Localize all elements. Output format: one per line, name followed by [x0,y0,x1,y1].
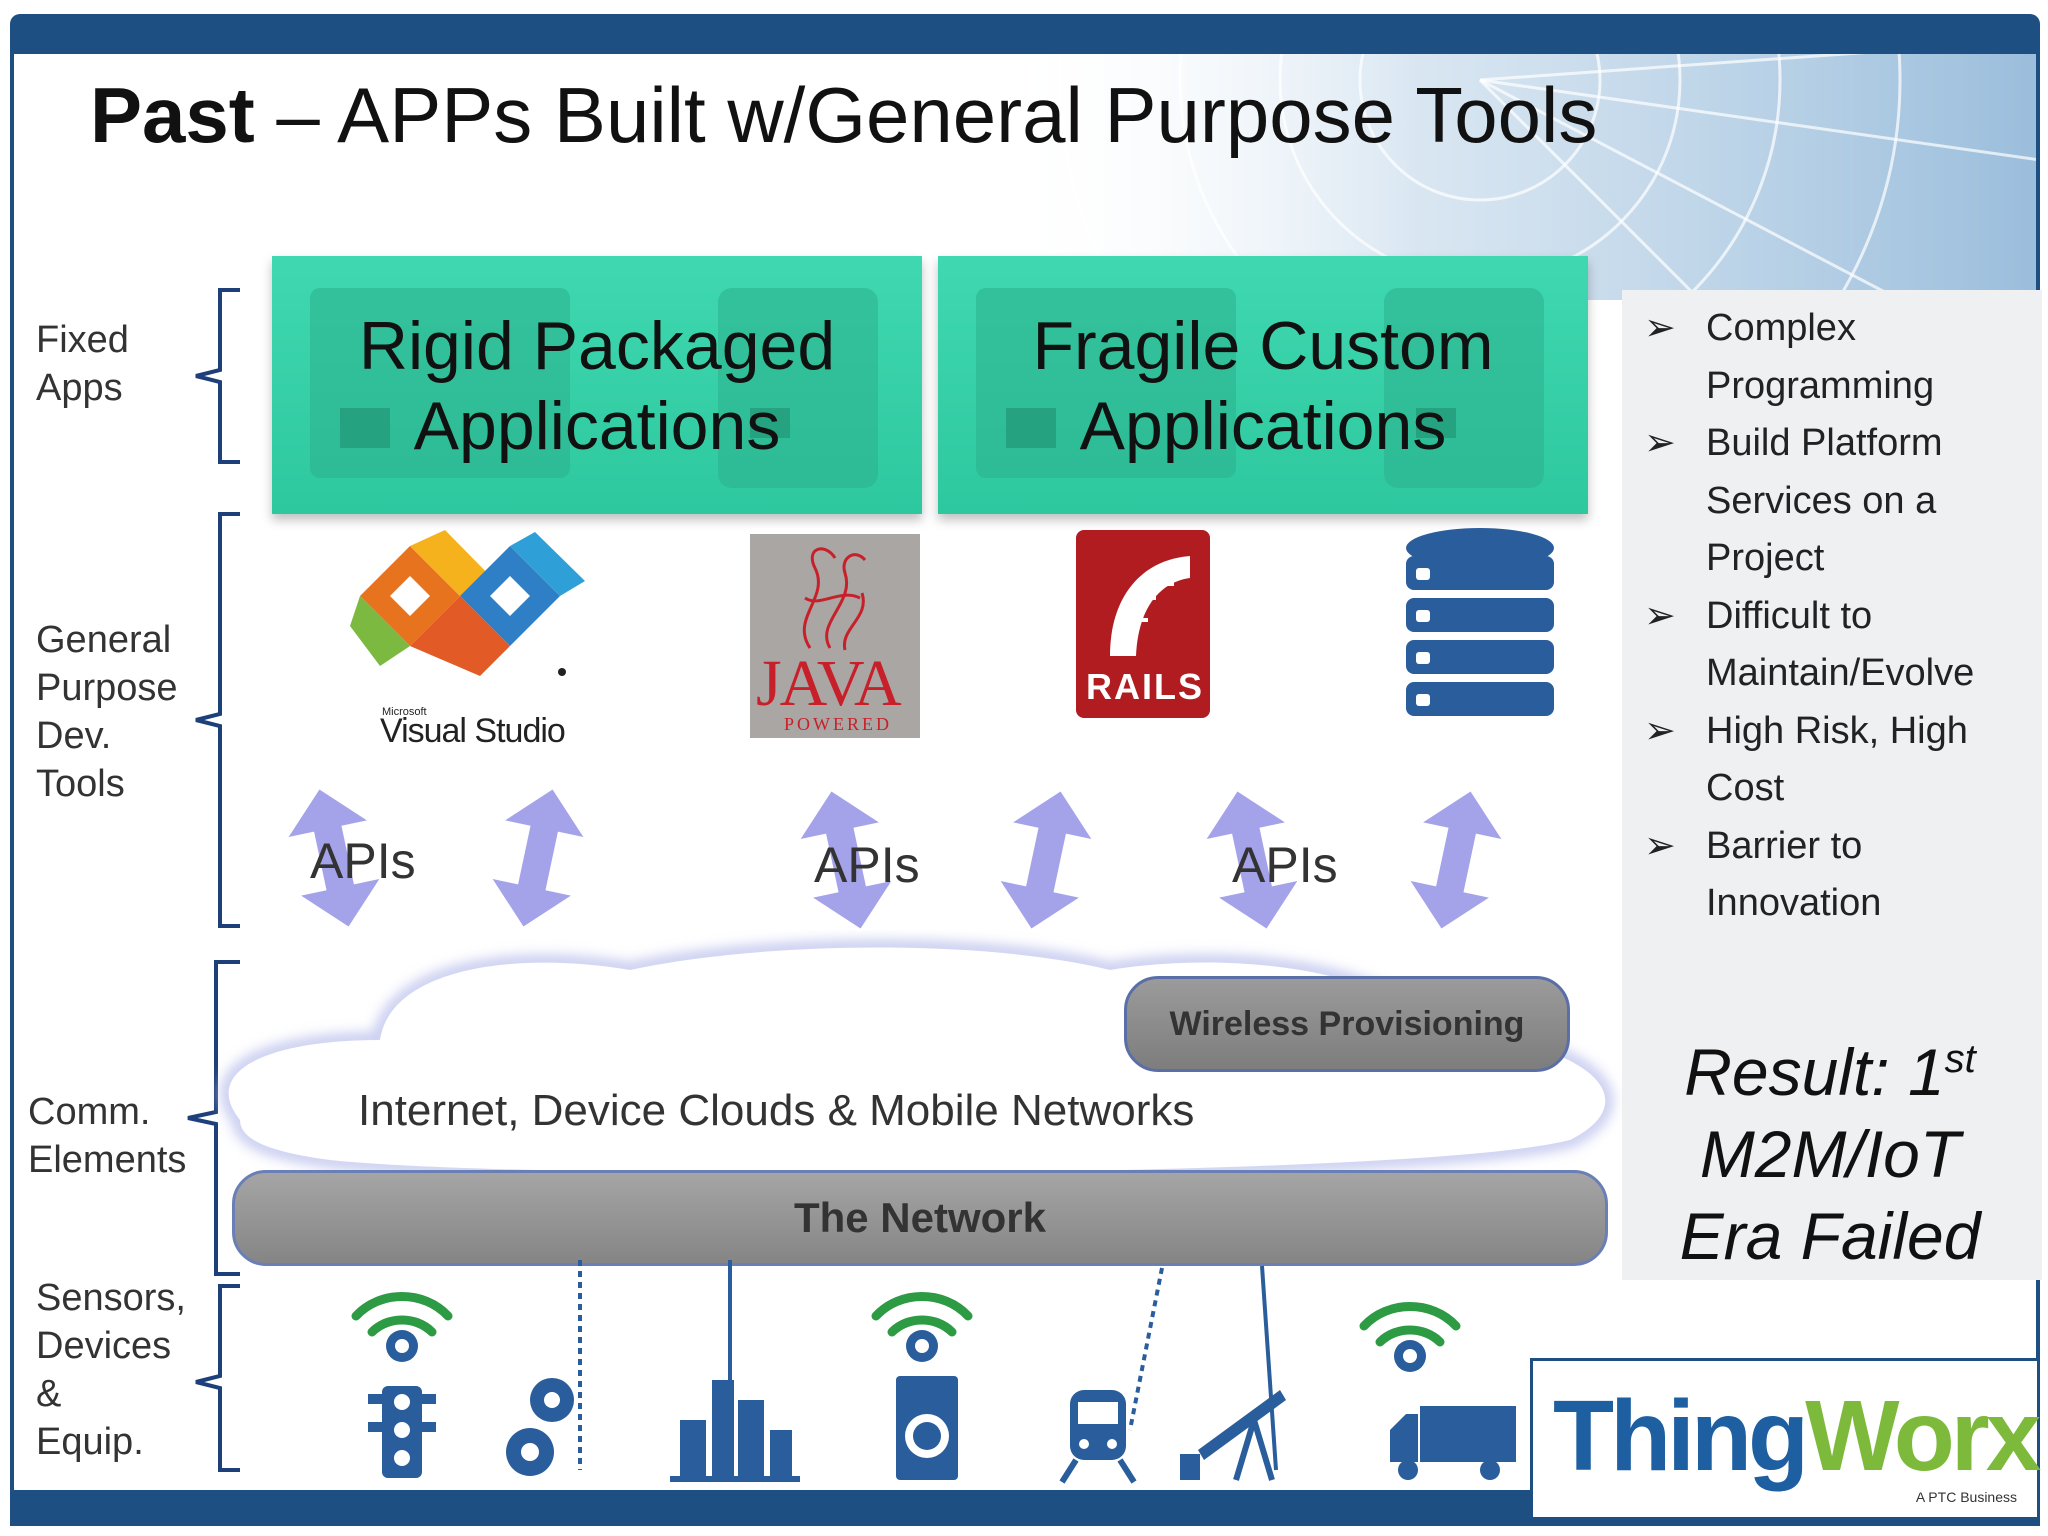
java-text: JAVA [756,647,902,720]
logo-worx: Worx [1805,1380,2041,1492]
app-box-rigid: Rigid Packaged Applications [272,256,922,514]
double-arrow-icon [1402,783,1510,937]
bullet-text: Complex Programming [1706,307,1935,407]
bullet-text: Barrier to Innovation [1706,824,1882,925]
gear-icon [386,1330,418,1362]
result-line-3: Era Failed [1679,1199,1981,1273]
arrow-bullet-icon: ➢ [1644,824,1676,867]
wireless-provisioning-box: Wireless Provisioning [1124,976,1570,1072]
result-line-1-text: Result: 1 [1684,1035,1945,1109]
traffic-light-icon [368,1386,436,1478]
double-arrow-icon [992,783,1100,937]
label-general-purpose: General Purpose Dev. Tools [36,619,178,805]
bracket-general-purpose [195,512,240,928]
slide-title: Past – APPs Built w/General Purpose Tool… [90,70,1597,161]
visual-studio-small-text: Microsoft [382,706,427,718]
arrow-bullet-icon: ➢ [1644,422,1676,464]
java-logo: JAVA POWERED [750,534,920,738]
gear-icon [1394,1340,1426,1372]
wifi-icon [871,1292,973,1337]
network-bar: The Network [232,1170,1608,1266]
java-powered-text: POWERED [784,714,892,734]
top-bar [10,14,2040,54]
devices-row [351,1292,1516,1484]
bullet-item: ➢ Barrier to Innovation [1640,818,2036,933]
api-label: APIs [310,833,416,889]
api-arrows [280,781,1510,937]
bullet-text: Build Platform Services on a Project [1706,422,1943,579]
rails-text: RAILS [1086,666,1204,707]
java-steam-icon [802,547,867,651]
tablet-pictogram [310,288,878,488]
arrow-bullet-icon: ➢ [1644,307,1676,349]
bullet-text: Difficult to Maintain/Evolve [1706,594,1975,695]
train-icon [1059,1390,1137,1484]
logo-wordmark: ThingWorx [1553,1361,2041,1511]
truck-icon [1390,1406,1516,1480]
visual-studio-logo [350,530,585,676]
label-sensors: Sensors, Devices & Equip. [36,1277,186,1463]
app-label-fragile: Fragile Custom Applications [1032,308,1494,464]
result-line-1: Result: 1st [1630,1018,2030,1113]
thingworx-logo: ThingWorx A PTC Business [1530,1358,2041,1520]
connection-lines [578,1260,1278,1471]
factory-icon [670,1380,800,1482]
bracket-comm-elements [187,960,240,1276]
rails-logo: RAILS [1076,530,1210,718]
wifi-icon [1359,1302,1461,1347]
arrow-bullet-icon: ➢ [1644,594,1676,637]
bracket-sensors [195,1284,240,1472]
bracket-fixed-apps [195,288,240,464]
label-comm-elements: Comm. Elements [28,1091,187,1181]
washing-machine-icon [896,1376,958,1480]
wifi-icon [351,1292,453,1337]
cloud-label: Internet, Device Clouds & Mobile Network… [358,1086,1195,1135]
bullet-list: ➢ Complex Programming ➢ Build Platform Ser… [1640,300,2036,933]
tablet-pictogram [976,288,1544,488]
api-label: APIs [814,837,920,893]
app-box-fragile: Fragile Custom Applications [938,256,1588,514]
double-arrow-icon [484,781,592,935]
gears-icon [506,1378,574,1476]
title-bold: Past [90,71,255,159]
label-fixed-apps: Fixed Apps [36,319,129,409]
title-rest: – APPs Built w/General Purpose Tools [254,71,1598,159]
result-line-2: M2M/IoT [1699,1117,1961,1191]
oil-pump-icon [1180,1390,1286,1481]
bullet-item: ➢ Complex Programming [1640,300,2036,415]
arrow-bullet-icon: ➢ [1644,709,1676,752]
logo-thing: Thing [1553,1380,1809,1492]
result-superscript: st [1944,1037,1976,1081]
result-text: Result: 1st M2M/IoT Era Failed [1630,1018,2030,1277]
right-panel [1622,290,2042,1280]
visual-studio-text: Visual Studio [380,712,566,750]
app-label-rigid: Rigid Packaged Applications [358,308,836,464]
api-label: APIs [1232,837,1338,893]
bullet-item: ➢ Difficult to Maintain/Evolve [1640,588,2036,703]
gear-icon [906,1330,938,1362]
bullet-item: ➢ Build Platform Services on a Project [1640,415,2036,588]
bullet-text: High Risk, High Cost [1706,709,1968,810]
rails-track-icon [1110,556,1190,656]
bullet-item: ➢ High Risk, High Cost [1640,703,2036,818]
database-icon [1406,528,1554,716]
logo-tagline: A PTC Business [1915,1489,2017,1505]
